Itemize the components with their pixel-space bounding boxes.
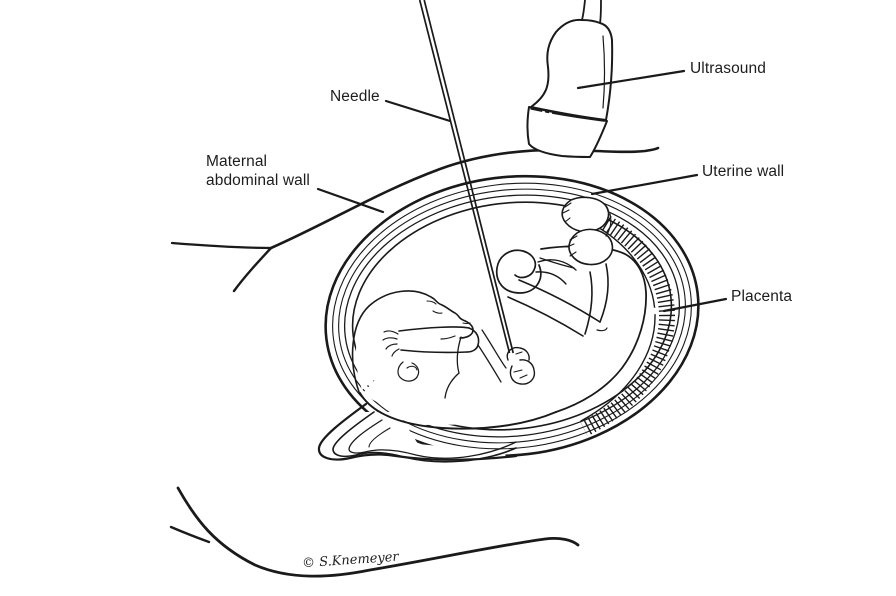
maternal-abdominal-wall-label: Maternal abdominal wall — [206, 153, 310, 189]
label-leader-lines — [316, 69, 728, 313]
needle-label: Needle — [330, 88, 380, 105]
maternal-wall-leader — [316, 187, 385, 214]
uterine-wall-label: Uterine wall — [702, 163, 785, 180]
placenta-label: Placenta — [731, 288, 793, 305]
uterine-wall-leader — [590, 173, 699, 196]
needle-leader — [384, 99, 452, 123]
ultrasound-label: Ultrasound — [690, 60, 766, 77]
fetus — [351, 196, 647, 430]
cervix-funnel — [317, 402, 518, 474]
uterine-wall-rings — [324, 174, 700, 458]
amniocentesis-needle — [418, 0, 515, 354]
placenta-leader — [662, 297, 728, 313]
ultrasound-probe — [526, 0, 614, 158]
ultrasound-leader — [576, 69, 686, 90]
placenta-shape — [580, 210, 676, 437]
